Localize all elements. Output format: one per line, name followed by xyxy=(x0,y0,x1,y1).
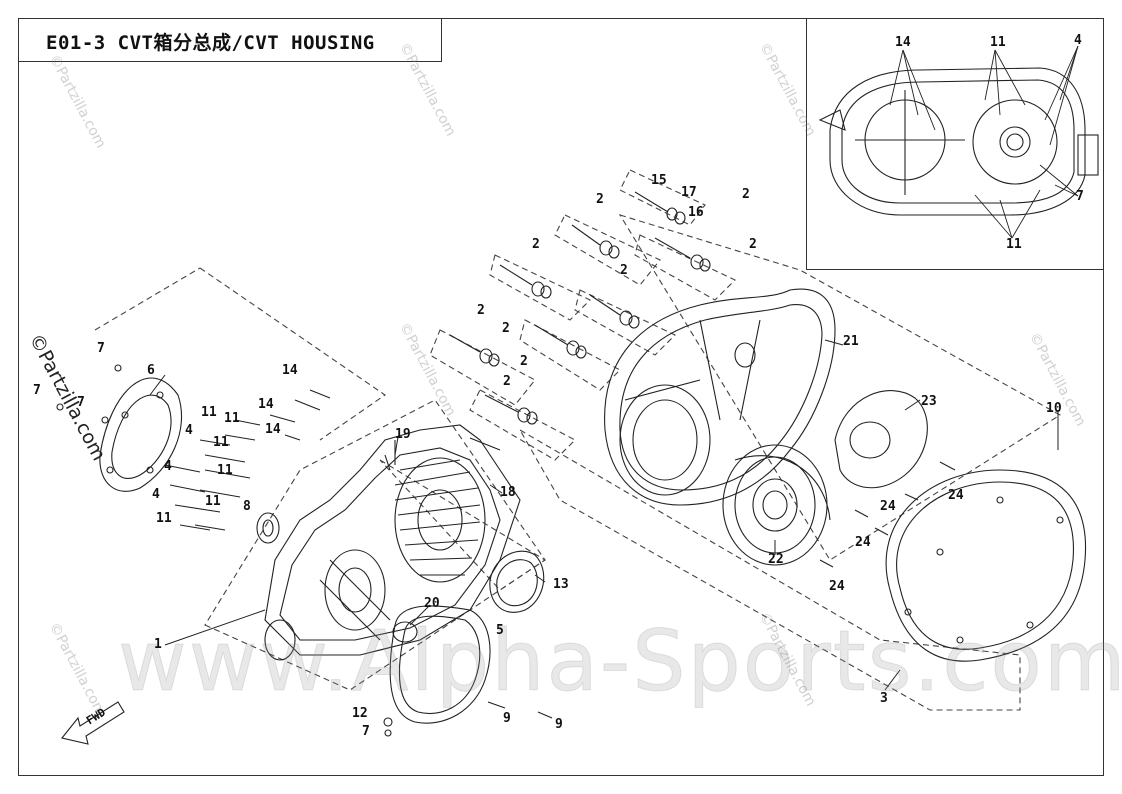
callout-part-4: 4 xyxy=(164,459,172,474)
callout-part-11: 11 xyxy=(156,511,172,526)
inset-callout-part-4: 4 xyxy=(1074,33,1082,48)
callout-part-10: 10 xyxy=(1046,401,1062,416)
outer-cover-3-drawing xyxy=(885,469,1087,662)
callout-part-11: 11 xyxy=(217,463,233,478)
inset-callout-part-14: 14 xyxy=(895,35,911,50)
callout-part-7: 7 xyxy=(33,383,41,398)
callout-part-4: 4 xyxy=(185,423,193,438)
callout-part-11: 11 xyxy=(213,435,229,450)
callout-part-2: 2 xyxy=(749,237,757,252)
callout-part-17: 17 xyxy=(681,185,697,200)
callout-part-6: 6 xyxy=(147,363,155,378)
cover-plate-5-drawing xyxy=(383,605,553,737)
inset-callout-part-11: 11 xyxy=(1006,237,1022,252)
callout-part-13: 13 xyxy=(553,577,569,592)
callout-part-2: 2 xyxy=(477,303,485,318)
callout-part-24: 24 xyxy=(948,488,964,503)
callout-part-7: 7 xyxy=(362,724,370,739)
callout-part-2: 2 xyxy=(520,354,528,369)
callout-part-2: 2 xyxy=(596,192,604,207)
callout-part-1: 1 xyxy=(154,637,162,652)
inset-callout-part-7: 7 xyxy=(1076,189,1084,204)
callout-part-9: 9 xyxy=(503,711,511,726)
callout-part-7: 7 xyxy=(77,395,85,410)
callout-part-16: 16 xyxy=(688,205,704,220)
left-cover-group-outline xyxy=(204,399,546,691)
left-bolts-drawing xyxy=(56,364,331,531)
inset-detail-drawing xyxy=(818,67,1099,216)
callout-part-5: 5 xyxy=(496,623,504,638)
callout-part-11: 11 xyxy=(205,494,221,509)
callout-part-24: 24 xyxy=(855,535,871,550)
callout-part-12: 12 xyxy=(352,706,368,721)
cvt-cover-left-drawing xyxy=(264,424,521,661)
callout-part-2: 2 xyxy=(503,374,511,389)
inset-callout-part-11: 11 xyxy=(990,35,1006,50)
callout-part-2: 2 xyxy=(742,187,750,202)
upper-bolts-drawing xyxy=(449,191,711,425)
inset-leader-lines xyxy=(889,45,1079,239)
callout-part-2: 2 xyxy=(620,263,628,278)
detail-inset-frame xyxy=(806,18,1104,270)
callout-part-2: 2 xyxy=(532,237,540,252)
callout-part-11: 11 xyxy=(201,405,217,420)
gasket-6-drawing xyxy=(99,377,183,492)
callout-part-3: 3 xyxy=(880,691,888,706)
watermark-text: www.Alpha-Sports.com xyxy=(118,612,1122,711)
callout-part-20: 20 xyxy=(424,596,440,611)
callout-part-11: 11 xyxy=(224,411,240,426)
seal-8-drawing xyxy=(256,512,280,544)
callout-part-18: 18 xyxy=(500,485,516,500)
callout-part-14: 14 xyxy=(258,397,274,412)
callout-part-23: 23 xyxy=(921,394,937,409)
drawing-frame xyxy=(18,18,1104,776)
title-box xyxy=(18,18,442,62)
callout-part-7: 7 xyxy=(97,341,105,356)
callout-part-8: 8 xyxy=(243,499,251,514)
leader-lines xyxy=(149,339,1059,691)
callout-part-14: 14 xyxy=(282,363,298,378)
callout-part-2: 2 xyxy=(502,321,510,336)
callout-part-14: 14 xyxy=(265,422,281,437)
cvt-housing-21-drawing xyxy=(604,288,836,506)
callout-part-22: 22 xyxy=(768,552,784,567)
fwd-arrow-icon xyxy=(61,701,125,745)
callout-part-9: 9 xyxy=(555,717,563,732)
pulley-22-drawing xyxy=(722,444,831,566)
callout-part-24: 24 xyxy=(829,579,845,594)
callout-part-4: 4 xyxy=(152,487,160,502)
gasket-13-drawing xyxy=(489,550,545,613)
callout-part-24: 24 xyxy=(880,499,896,514)
callout-part-15: 15 xyxy=(651,173,667,188)
disc-23-drawing xyxy=(819,390,956,568)
callout-part-21: 21 xyxy=(843,334,859,349)
diagram-title: E01-3 CVT箱分总成/CVT HOUSING xyxy=(46,32,375,54)
assembly-group-outlines xyxy=(94,169,1062,711)
callout-part-19: 19 xyxy=(395,427,411,442)
